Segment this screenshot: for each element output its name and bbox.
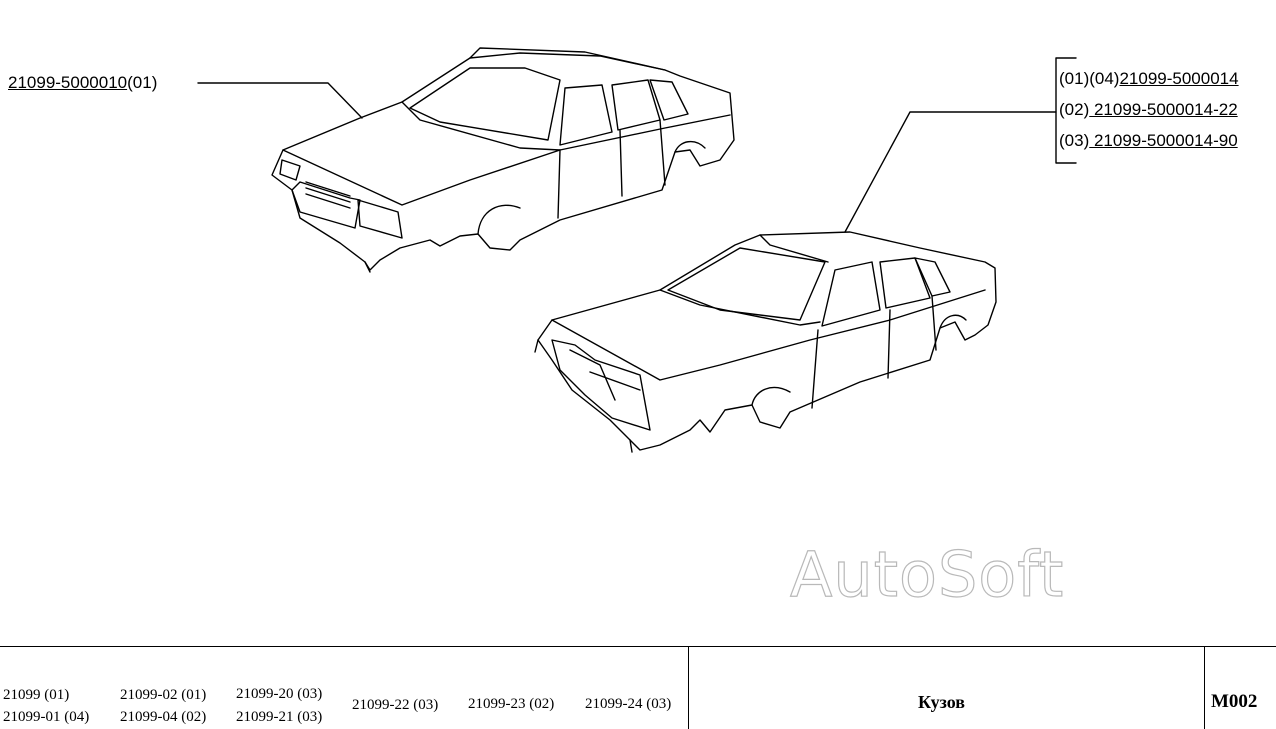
variant-code: (02): [1059, 100, 1090, 119]
leader-line-right: [844, 111, 1057, 233]
sheet-title: Кузов: [918, 692, 966, 712]
watermark: AutoSoft: [789, 537, 1065, 611]
bracket-right: [1055, 57, 1077, 164]
variant-code: (01): [127, 73, 158, 92]
callout-row: (01)(04)21099-5000014: [1059, 69, 1239, 100]
sheet-code: M002: [1211, 691, 1258, 712]
divider: [688, 647, 689, 729]
car-body-assembled: [271, 47, 735, 273]
part-number-link[interactable]: 21099-5000014: [1119, 69, 1239, 88]
part-number-link[interactable]: 21099-5000014-22: [1089, 100, 1238, 119]
leader-line-left: [197, 82, 363, 119]
callout-row: (03) 21099-5000014-90: [1059, 131, 1239, 162]
part-number-link[interactable]: 21099-5000010: [8, 73, 128, 92]
body-shell-drawing: [197, 47, 1077, 453]
title-block: 21099 (01) 21099-01 (04) 21099-02 (01) 2…: [0, 646, 1276, 729]
model-applicability: 21099-01 (04): [3, 709, 90, 725]
model-applicability: 21099-20 (03): [236, 686, 323, 702]
model-applicability: 21099-23 (02): [468, 696, 555, 712]
model-applicability: 21099-02 (01): [120, 687, 207, 703]
callout-row: (02) 21099-5000014-22: [1059, 100, 1239, 131]
callout-body-shell: (01)(04)21099-5000014 (02) 21099-5000014…: [1059, 69, 1239, 162]
model-applicability: 21099-24 (03): [585, 696, 672, 712]
variant-code: (03): [1059, 131, 1090, 150]
divider: [1204, 647, 1205, 729]
model-applicability: 21099-04 (02): [120, 709, 207, 725]
callout-assembled-body: 21099-5000010(01): [8, 73, 157, 93]
variant-code: (01)(04): [1059, 69, 1120, 88]
car-body-shell: [534, 231, 997, 453]
model-applicability: 21099-21 (03): [236, 709, 323, 725]
model-applicability: 21099 (01): [3, 687, 70, 703]
model-applicability: 21099-22 (03): [352, 697, 439, 713]
part-number-link[interactable]: 21099-5000014-90: [1089, 131, 1238, 150]
